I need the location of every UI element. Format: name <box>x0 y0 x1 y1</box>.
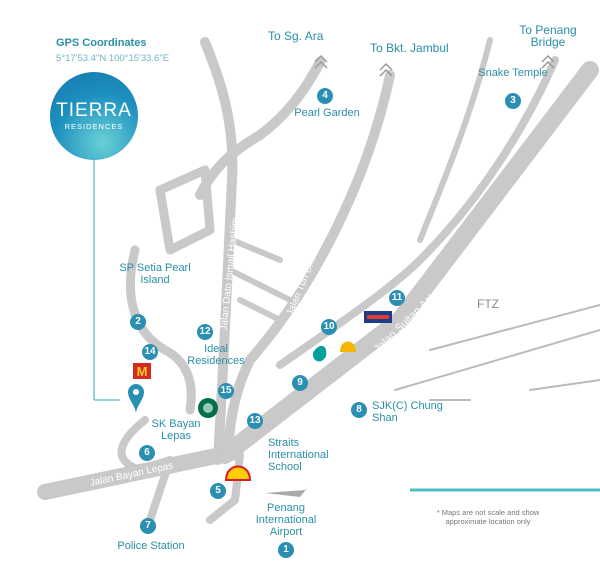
place-marker-8[interactable]: 8 <box>351 402 367 418</box>
location-pin-icon <box>128 384 144 414</box>
place-marker-11[interactable]: 11 <box>389 290 405 306</box>
place-marker-5[interactable]: 5 <box>210 483 226 499</box>
place-marker-2[interactable]: 2 <box>130 314 146 330</box>
gps-value: 5°17'53.4"N 100°15'33.6"E <box>56 53 170 64</box>
mosque-icon <box>340 341 356 352</box>
place-marker-14[interactable]: 14 <box>142 344 158 360</box>
place-marker-10[interactable]: 10 <box>321 319 337 335</box>
place-marker-4[interactable]: 4 <box>317 88 333 104</box>
place-marker-13[interactable]: 13 <box>247 413 263 429</box>
direction-bkt-jambul: To Bkt. Jambul <box>370 41 449 55</box>
direction-penang-bridge: To Penang Bridge <box>519 23 577 49</box>
disclaimer-note: * Maps are not scale and show approximat… <box>436 508 540 526</box>
place-marker-1[interactable]: 1 <box>278 542 294 558</box>
arrow-up-icon <box>541 54 555 69</box>
place-label: Straits International School <box>268 437 329 473</box>
place-label: SK Bayan Lepas <box>151 418 201 442</box>
road-sg-ara <box>195 57 325 200</box>
road-dato-ismail-hashim <box>200 37 238 465</box>
place-marker-15[interactable]: 15 <box>218 383 234 399</box>
place-marker-7[interactable]: 7 <box>140 518 156 534</box>
petronas-icon <box>312 345 327 362</box>
road-sultan-azlan-shah <box>216 61 599 464</box>
place-marker-12[interactable]: 12 <box>197 324 213 340</box>
shell-icon <box>224 465 252 481</box>
airplane-icon <box>265 487 308 497</box>
place-marker-9[interactable]: 9 <box>292 375 308 391</box>
direction-sg-ara: To Sg. Ara <box>268 29 324 43</box>
mcdonalds-icon <box>133 363 151 379</box>
svg-text:M: M <box>137 364 148 379</box>
ftz-label: FTZ <box>477 297 499 311</box>
arrow-up-icon <box>379 62 393 77</box>
logo-name: TIERRA <box>56 100 132 121</box>
place-label: Penang International Airport <box>255 502 317 538</box>
arrow-up-icon <box>314 54 328 69</box>
place-label: Snake Temple <box>478 67 548 79</box>
road-tun-dr-awang <box>223 70 395 455</box>
place-label: Police Station <box>117 540 185 552</box>
gps-title: GPS Coordinates <box>56 37 147 49</box>
place-marker-3[interactable]: 3 <box>505 93 521 109</box>
tierra-logo: TIERRA RESIDENCES <box>50 72 138 160</box>
place-label: Pearl Garden <box>294 107 360 119</box>
place-label: Ideal Residences <box>187 343 245 367</box>
place-marker-6[interactable]: 6 <box>139 445 155 461</box>
place-label: SJK(C) Chung Shan <box>372 400 443 424</box>
logo-sub: RESIDENCES <box>64 122 124 131</box>
place-label: SP Setia Pearl Island <box>119 262 191 286</box>
